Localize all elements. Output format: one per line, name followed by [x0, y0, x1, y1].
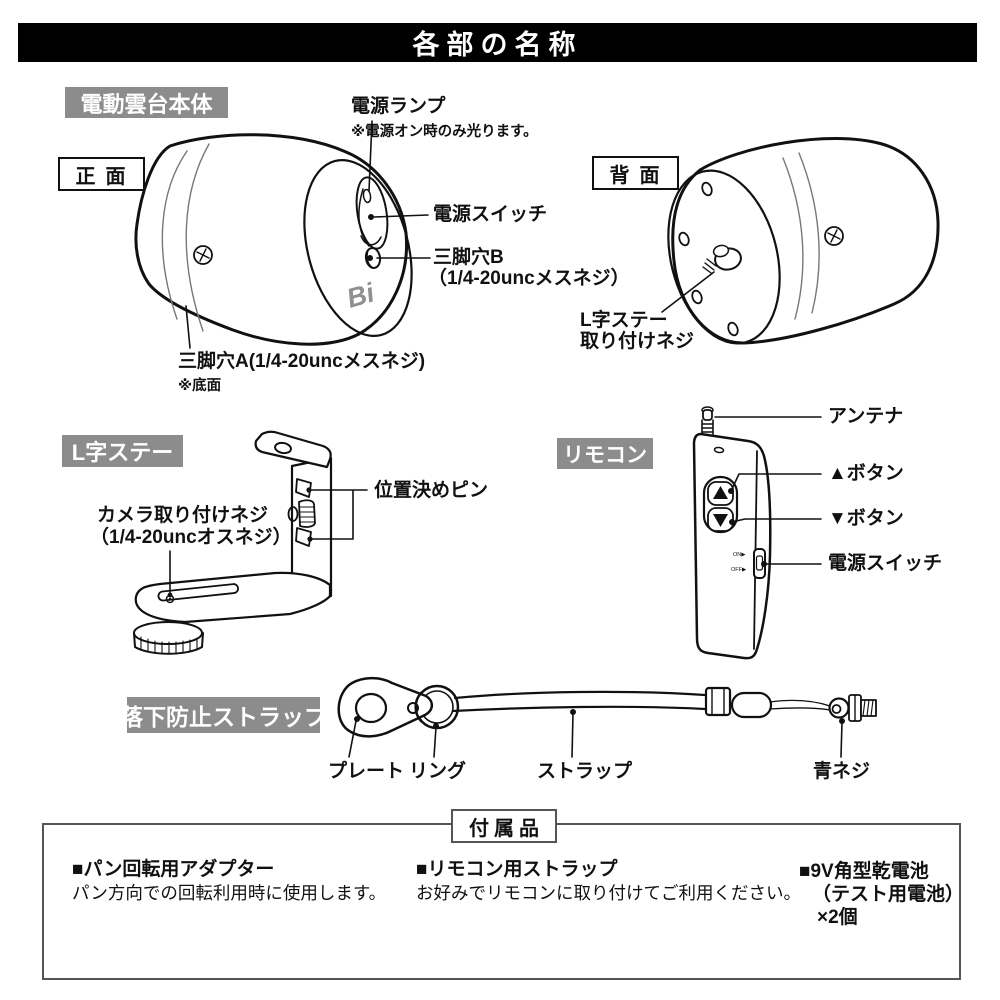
section-label-main-unit: 電動雲台本体: [65, 87, 228, 118]
page-title-bar: 各部の名称: [18, 23, 977, 62]
front-view-tag: 正面: [58, 157, 145, 191]
power-lamp-label: 電源ランプ: [351, 96, 446, 117]
blue-screw-label: 青ネジ: [813, 761, 871, 782]
tripod-hole-b-label: 三脚穴B: [433, 247, 504, 268]
section-label-remote: リモコン: [557, 438, 653, 469]
accessory-1-title: ■パン回転用アダプター: [72, 859, 275, 880]
camera-screw-label-1: カメラ取り付けネジ: [97, 505, 269, 526]
section-label-strap: 落下防止ストラップ: [120, 697, 327, 733]
accessory-1-desc: パン方向での回転利用時に使用します。: [72, 883, 387, 903]
back-view-tag: 背面: [592, 156, 679, 190]
tripod-hole-b-spec: （1/4-20uncメスネジ）: [428, 268, 630, 289]
remote-off-label: OFF▶: [731, 567, 747, 573]
l-stay-screw-label-2: 取り付けネジ: [580, 331, 695, 352]
ring-label: リング: [409, 761, 467, 782]
down-triangle-icon: [713, 514, 728, 527]
positioning-pin-label: 位置決めピン: [374, 480, 489, 501]
power-switch-label: 電源スイッチ: [433, 204, 548, 225]
accessory-3-line3: ×2個: [817, 907, 858, 928]
remote-on-label: ON▶: [733, 552, 746, 558]
tripod-hole-a-note: ※底面: [178, 378, 222, 394]
remote-power-switch-label: 電源スイッチ: [828, 553, 943, 574]
pan-head-front-drawing: Bi: [134, 120, 431, 349]
accessories-box: [42, 823, 961, 980]
down-button-label: ▼ボタン: [828, 508, 904, 529]
plate-label: プレート: [328, 761, 405, 782]
tripod-hole-a-label: 三脚穴A(1/4-20uncメスネジ): [178, 351, 426, 372]
strap-label: ストラップ: [537, 761, 633, 782]
section-label-l-stay: L字ステー: [62, 435, 183, 467]
pan-head-back-drawing: [661, 137, 940, 345]
up-button-label: ▲ボタン: [828, 463, 904, 484]
l-stay-drawing: [133, 430, 368, 655]
remote-drawing: ON▶ OFF▶: [692, 406, 822, 660]
power-lamp-note: ※電源オン時のみ光ります。: [351, 124, 538, 140]
up-triangle-icon: [713, 486, 728, 499]
accessory-2-desc: お好みでリモコンに取り付けてご利用ください。: [416, 883, 801, 903]
safety-strap-drawing: [337, 676, 877, 758]
page-title: 各部の名称: [412, 30, 583, 60]
accessory-3-line2: （テスト用電池）: [812, 884, 965, 905]
accessories-title: 付属品: [451, 809, 557, 843]
l-stay-screw-label-1: L字ステー: [580, 310, 668, 331]
antenna-label: アンテナ: [828, 406, 904, 427]
camera-screw-label-2: （1/4-20uncオスネジ）: [90, 527, 292, 548]
accessory-3-title: ■9V角型乾電池: [799, 861, 929, 882]
accessory-2-title: ■リモコン用ストラップ: [416, 859, 618, 880]
